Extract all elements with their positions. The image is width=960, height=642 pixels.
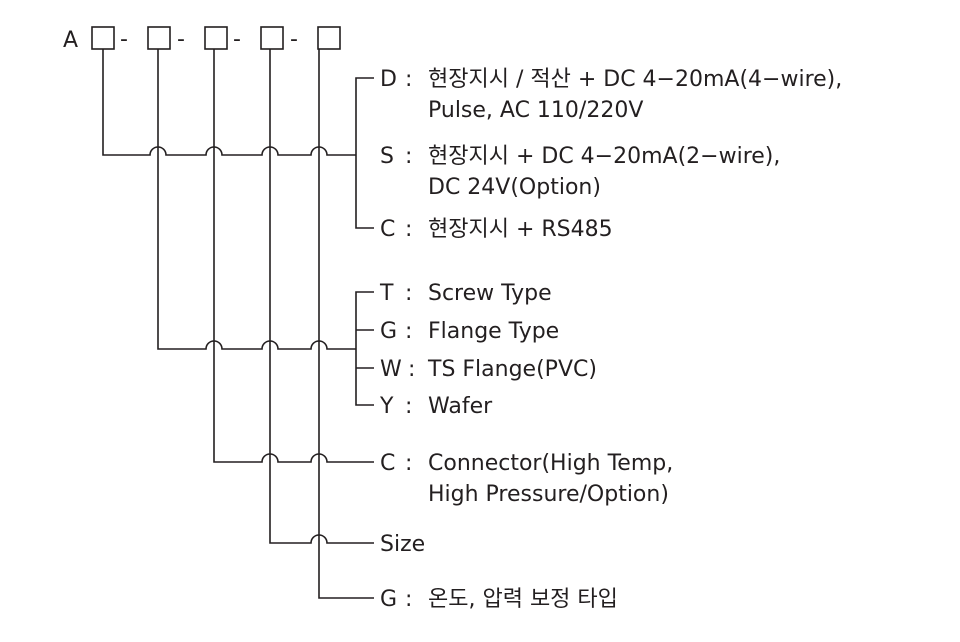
bracket-group-2	[355, 291, 374, 406]
bracket-group-1	[355, 77, 374, 229]
code-dash-3: -	[233, 27, 241, 52]
connector-2	[157, 49, 356, 350]
group-4-options: Size	[380, 532, 425, 557]
option-sep: :	[405, 394, 412, 419]
connector-5	[318, 49, 374, 599]
option-desc-cont: High Pressure/Option)	[428, 482, 669, 507]
option-desc-cont: DC 24V(Option)	[428, 175, 601, 200]
option-sep: :	[405, 281, 412, 306]
option-sep: :	[405, 144, 412, 169]
option-desc: 현장지시 / 적산 + DC 4−20mA(4−wire),	[428, 67, 842, 92]
code-prefix: A	[63, 28, 78, 53]
code-box-3	[204, 26, 228, 50]
code-dash-2: -	[177, 27, 185, 52]
code-box-1	[91, 26, 115, 50]
connector-1	[102, 49, 356, 156]
group-2-options: T : Screw Type G : Flange Type W : TS Fl…	[379, 281, 597, 419]
option-code: G	[380, 587, 397, 612]
option-sep: :	[405, 217, 412, 242]
group-1-options: D : 현장지시 / 적산 + DC 4−20mA(4−wire), Pulse…	[380, 67, 842, 242]
code-dash-4: -	[290, 27, 298, 52]
option-desc: TS Flange(PVC)	[427, 357, 597, 382]
option-code: T	[379, 281, 394, 306]
option-desc-cont: Pulse, AC 110/220V	[428, 98, 643, 123]
option-code: G	[380, 319, 397, 344]
connector-3	[213, 49, 374, 463]
code-dash-1: -	[120, 27, 128, 52]
option-desc: Flange Type	[428, 319, 559, 344]
code-box-2	[147, 26, 171, 50]
option-sep: :	[408, 357, 415, 382]
option-sep: :	[405, 451, 412, 476]
option-desc: Wafer	[428, 394, 493, 419]
option-code: S	[380, 144, 394, 169]
group-3-options: C : Connector(High Temp, High Pressure/O…	[380, 451, 673, 507]
option-code: D	[380, 67, 397, 92]
option-desc: 현장지시 + RS485	[428, 217, 613, 242]
option-code: Size	[380, 532, 425, 557]
option-sep: :	[405, 587, 412, 612]
option-code: W	[380, 357, 402, 382]
option-sep: :	[405, 67, 412, 92]
code-box-5	[317, 26, 341, 50]
option-sep: :	[405, 319, 412, 344]
option-code: Y	[379, 394, 394, 419]
option-desc: 현장지시 + DC 4−20mA(2−wire),	[428, 144, 780, 169]
option-desc: Screw Type	[428, 281, 552, 306]
group-5-options: G : 온도, 압력 보정 타입	[380, 587, 618, 612]
connector-lines	[102, 49, 374, 599]
option-code: C	[380, 217, 395, 242]
option-code: C	[380, 451, 395, 476]
code-box-4	[260, 26, 284, 50]
option-desc: Connector(High Temp,	[428, 451, 673, 476]
connector-4	[269, 49, 374, 544]
option-desc: 온도, 압력 보정 타입	[428, 587, 618, 612]
